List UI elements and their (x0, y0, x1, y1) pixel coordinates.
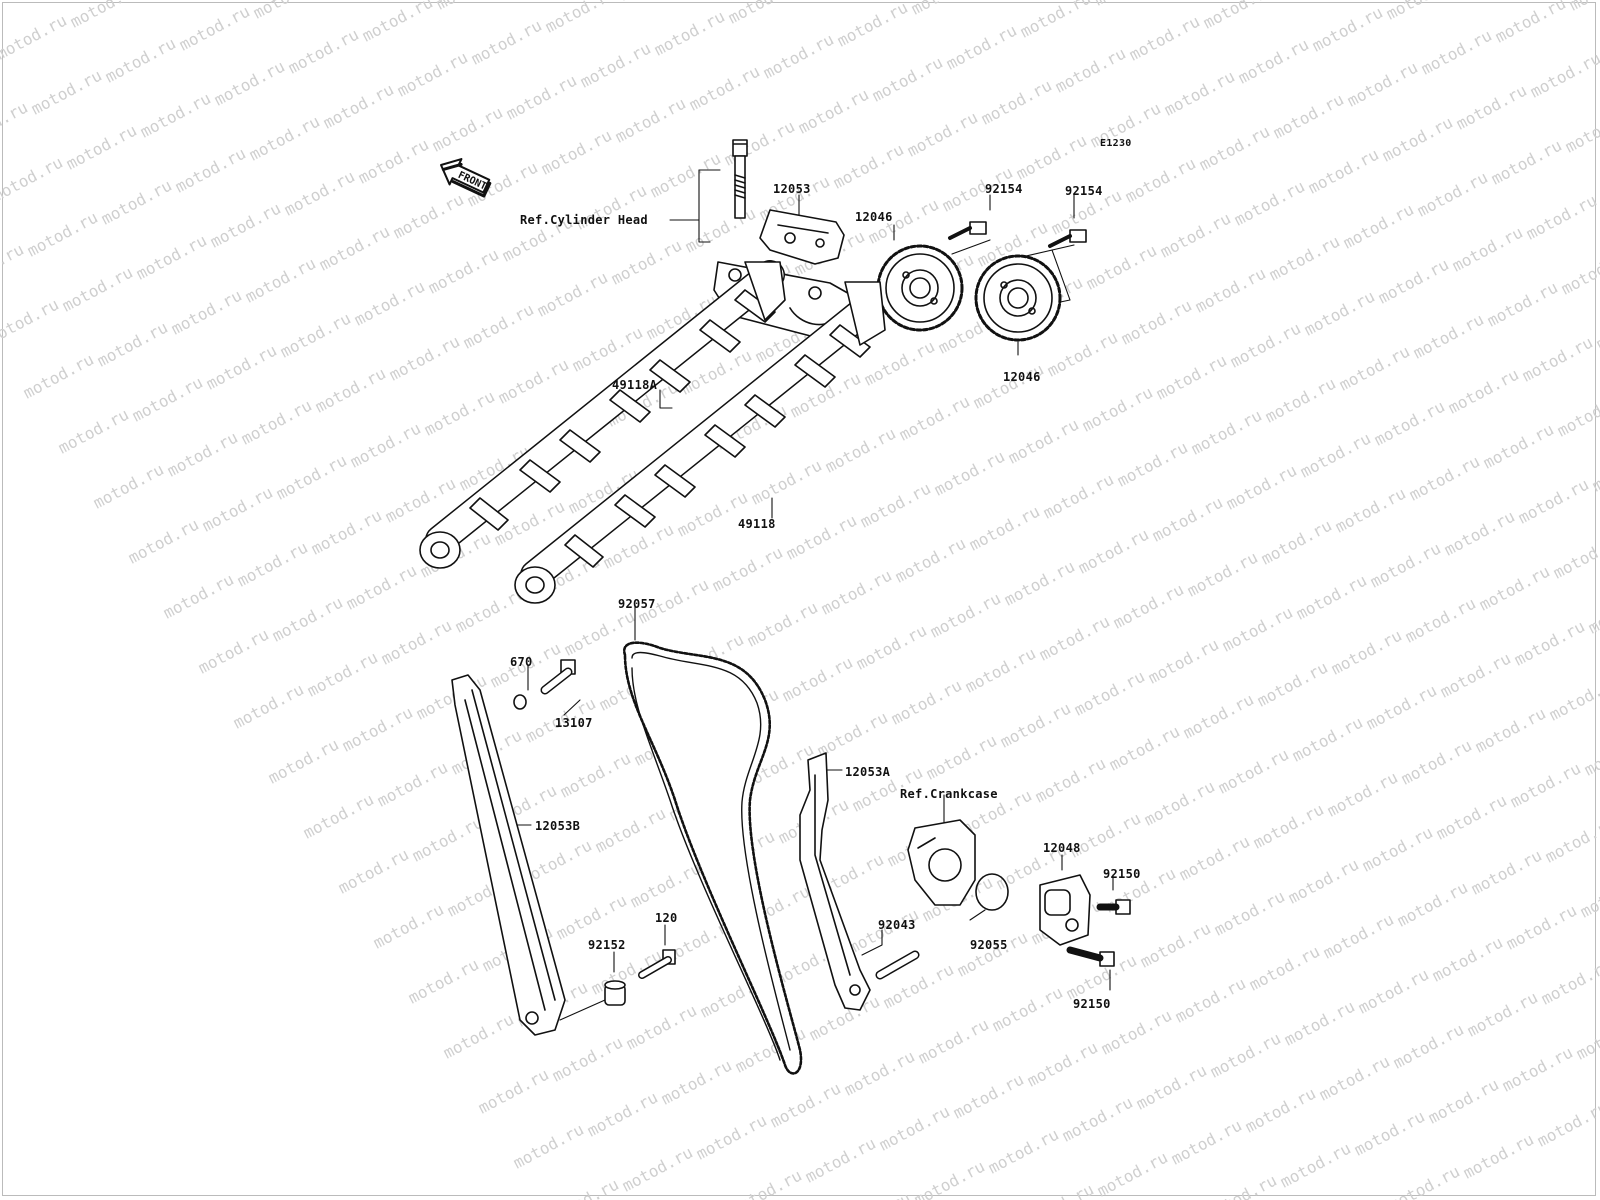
cam-sprocket-left-icon (876, 244, 964, 332)
o-ring-670-icon (513, 694, 527, 710)
part-label-12053: 12053 (773, 182, 811, 196)
part-label-13107: 13107 (555, 716, 593, 730)
part-label-92150-upper: 92150 (1103, 867, 1141, 881)
part-label-12046-lower: 12046 (1003, 370, 1041, 384)
part-label-670: 670 (510, 655, 533, 669)
part-label-12048: 12048 (1043, 841, 1081, 855)
tensioner-12048-icon (1039, 874, 1091, 946)
part-label-92154-right: 92154 (1065, 184, 1103, 198)
part-label-92150-lower: 92150 (1073, 997, 1111, 1011)
sprocket-bolt-right-icon (1048, 229, 1087, 248)
diagram-id-label: E1230 (1100, 138, 1132, 149)
part-label-92152: 92152 (588, 938, 626, 952)
crankcase-ref-icon (907, 819, 976, 906)
camshaft-49118A-icon (419, 260, 786, 569)
part-label-12053B: 12053B (535, 819, 581, 833)
camshaft-49118-icon (514, 281, 886, 604)
bolt-92150-upper-icon (1096, 899, 1131, 915)
bolt-120-icon (638, 949, 676, 979)
chain-guide-12053A-icon (799, 752, 871, 1011)
bolt-92150-lower-icon (1066, 946, 1115, 967)
part-label-92154-left: 92154 (985, 182, 1023, 196)
part-label-92057: 92057 (618, 597, 656, 611)
bolt-top-icon (732, 139, 748, 219)
part-label-49118A: 49118A (612, 378, 658, 392)
sprocket-bolt-left-icon (948, 221, 987, 240)
collar-92152-icon (604, 980, 626, 1006)
ref-crankcase-label: Ref.Crankcase (900, 787, 998, 801)
part-label-120: 120 (655, 911, 678, 925)
cam-sprocket-right-icon (974, 254, 1062, 342)
part-label-12053A: 12053A (845, 765, 891, 779)
ref-cylinder-head-label: Ref.Cylinder Head (520, 213, 648, 227)
part-label-92055: 92055 (970, 938, 1008, 952)
part-label-49118: 49118 (738, 517, 776, 531)
chain-guide-12053B-icon (451, 674, 566, 1036)
o-ring-92055-icon (975, 873, 1009, 911)
pin-92043-icon (875, 950, 920, 980)
front-arrow-icon: FRONT (440, 158, 492, 198)
part-label-12046-upper: 12046 (855, 210, 893, 224)
part-label-92043: 92043 (878, 918, 916, 932)
timing-chain-icon (622, 641, 803, 1075)
bolt-13107-icon (540, 659, 576, 695)
